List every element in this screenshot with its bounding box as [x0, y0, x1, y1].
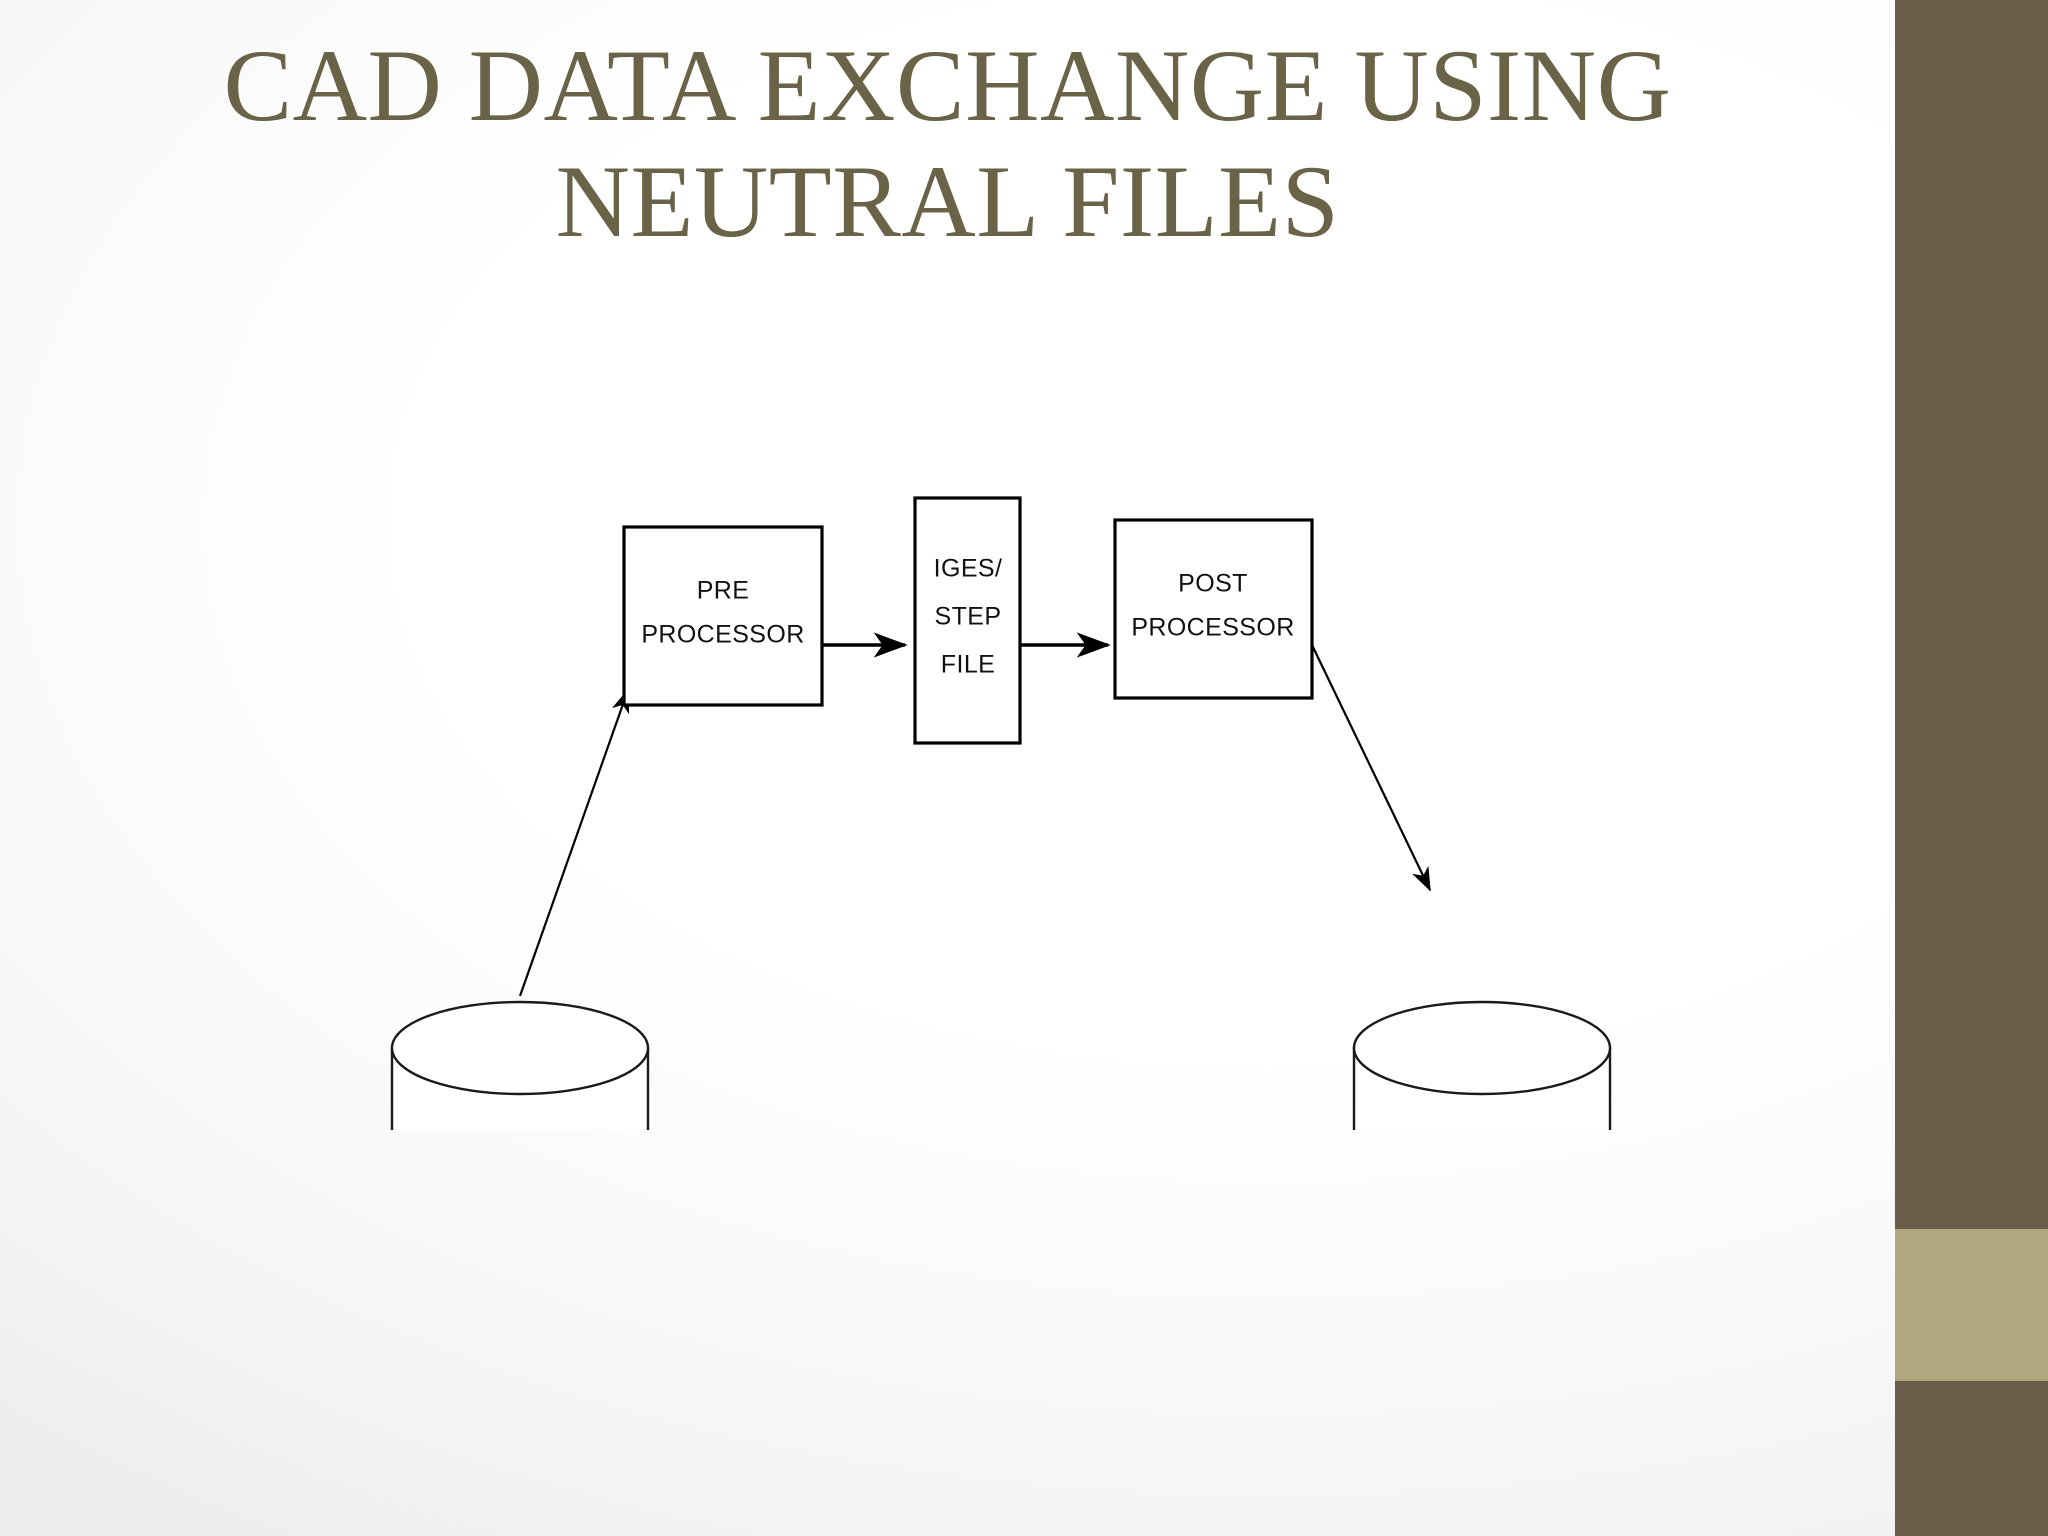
node-neutral-file-top-line3: FILE	[941, 651, 995, 679]
node-neutral-file-top-line1: IGES/	[934, 555, 1003, 583]
node-pre-processor-top-line2: PROCESSOR	[641, 621, 804, 649]
node-neutral-file-top[interactable]: IGES/ STEP FILE	[913, 496, 1022, 745]
node-pre-processor-top-line1: PRE	[697, 577, 750, 605]
edge-cad-a-to-pre-top	[518, 688, 630, 997]
node-pre-processor-top[interactable]: PRE PROCESSOR	[622, 525, 824, 707]
node-post-processor-top-line2: PROCESSOR	[1131, 614, 1294, 642]
sidebar-accent-segment	[1895, 1229, 2048, 1381]
node-post-processor-top-line1: POST	[1178, 570, 1248, 598]
node-cad-software-a[interactable]: CAD SOFTWARE A	[390, 1000, 650, 1130]
sidebar-bottom-segment	[1895, 1381, 2048, 1536]
decorative-sidebar	[1895, 0, 2048, 1536]
sidebar-top-segment	[1895, 0, 2048, 1229]
cad-exchange-diagram: PRE PROCESSOR IGES/ STEP FILE POST PROCE…	[370, 440, 1640, 1130]
node-post-processor-top[interactable]: POST PROCESSOR	[1113, 518, 1314, 700]
node-cad-software-b[interactable]: CAD SOFTWARE B	[1352, 1000, 1612, 1130]
edge-post-top-to-cad-b	[1311, 644, 1431, 892]
node-neutral-file-top-line2: STEP	[935, 603, 1002, 631]
slide-title: CAD DATA EXCHANGE USING NEUTRAL FILES	[223, 29, 1672, 259]
